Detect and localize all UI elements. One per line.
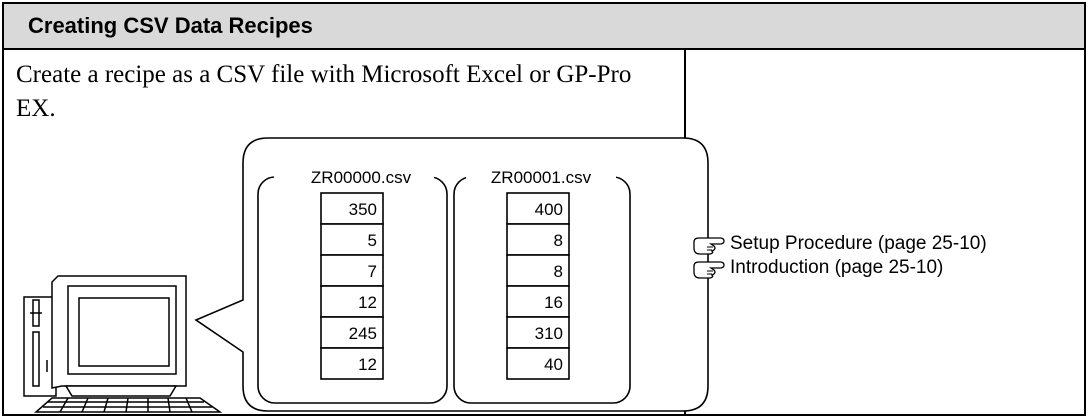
section-header: Creating CSV Data Recipes	[4, 4, 1084, 50]
value-cell-text: 8	[554, 262, 563, 281]
value-cell	[506, 285, 570, 318]
file-box-1: ZR00000.csv 350 5 7 12 245 12	[257, 167, 448, 404]
description-text: Create a recipe as a CSV file with Micro…	[16, 61, 632, 122]
value-cell	[506, 316, 570, 349]
value-cell	[320, 285, 384, 318]
value-cell-text: 5	[368, 231, 377, 250]
computer-icon	[23, 275, 223, 413]
pointing-hand-icon	[693, 261, 725, 279]
value-column: 350 5 7 12 245 12	[320, 192, 384, 380]
value-cell-text: 310	[535, 324, 563, 343]
pointing-hand-icon	[693, 237, 725, 255]
reference-link-label[interactable]: Introduction (page 25-10)	[730, 257, 944, 278]
value-cell-text: 12	[358, 355, 377, 374]
value-cell-text: 40	[544, 355, 563, 374]
value-cell	[320, 223, 384, 256]
value-cell-text: 350	[349, 200, 377, 219]
value-cell	[320, 254, 384, 287]
reference-link-introduction[interactable]: Introduction (page 25-10)	[692, 256, 987, 280]
value-cell	[506, 223, 570, 256]
value-cell-text: 12	[358, 293, 377, 312]
value-cell-text: 7	[368, 262, 377, 281]
value-cell-text: 16	[544, 293, 563, 312]
value-cell-text: 245	[349, 324, 377, 343]
reference-link-label[interactable]: Setup Procedure (page 25-10)	[730, 233, 987, 254]
reference-links: Setup Procedure (page 25-10) Introductio…	[692, 232, 987, 280]
value-column: 400 8 8 16 310 40	[506, 192, 570, 380]
section-title: Creating CSV Data Recipes	[28, 13, 313, 38]
value-cell	[320, 316, 384, 349]
value-cell	[320, 192, 384, 225]
value-cell	[506, 347, 570, 380]
value-cell	[320, 347, 384, 380]
file-name: ZR00000.csv	[311, 168, 412, 187]
value-cell-text: 400	[535, 200, 563, 219]
value-cell-text: 8	[554, 231, 563, 250]
reference-link-setup[interactable]: Setup Procedure (page 25-10)	[692, 232, 987, 256]
file-name: ZR00001.csv	[491, 168, 592, 187]
file-box-2: ZR00001.csv 400 8 8 16 310 40	[453, 167, 631, 404]
